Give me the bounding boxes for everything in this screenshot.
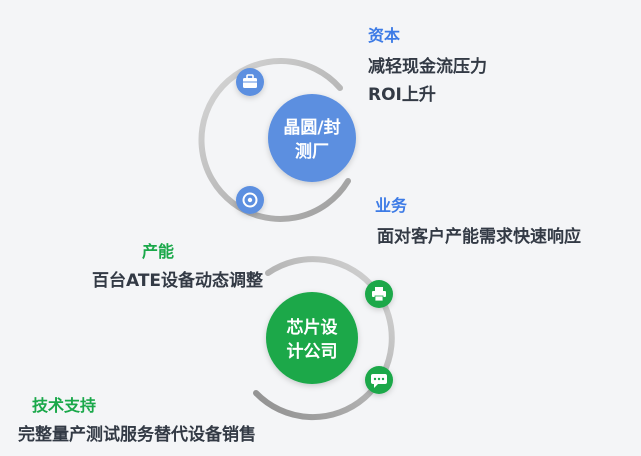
capital-heading: 资本 [368, 26, 401, 45]
bottom-center-label-line1: 芯片设 [287, 317, 338, 338]
capital-line2: ROI上升 [368, 85, 436, 105]
top-center-label-line2: 测厂 [295, 141, 329, 162]
business-line1: 面对客户产能需求快速响应 [377, 227, 581, 247]
capacity-heading: 产能 [142, 242, 175, 261]
tech-support-heading: 技术支持 [32, 396, 97, 415]
briefcase-icon [236, 68, 264, 96]
top-ring-arc [198, 57, 351, 222]
capacity-line1: 百台ATE设备动态调整 [92, 271, 264, 291]
printer-icon [365, 280, 393, 308]
top-center-label-line1: 晶圆/封 [283, 117, 340, 138]
capital-line1: 减轻现金流压力 [368, 57, 487, 77]
bottom-ring-arc [253, 256, 395, 421]
top-center-circle [268, 94, 356, 182]
bottom-center-circle [266, 292, 358, 384]
target-icon [236, 186, 264, 214]
business-heading: 业务 [375, 196, 408, 215]
bottom-center-label-line2: 计公司 [287, 341, 338, 362]
chat-icon [365, 366, 393, 394]
tech-support-line1: 完整量产测试服务替代设备销售 [18, 425, 256, 445]
